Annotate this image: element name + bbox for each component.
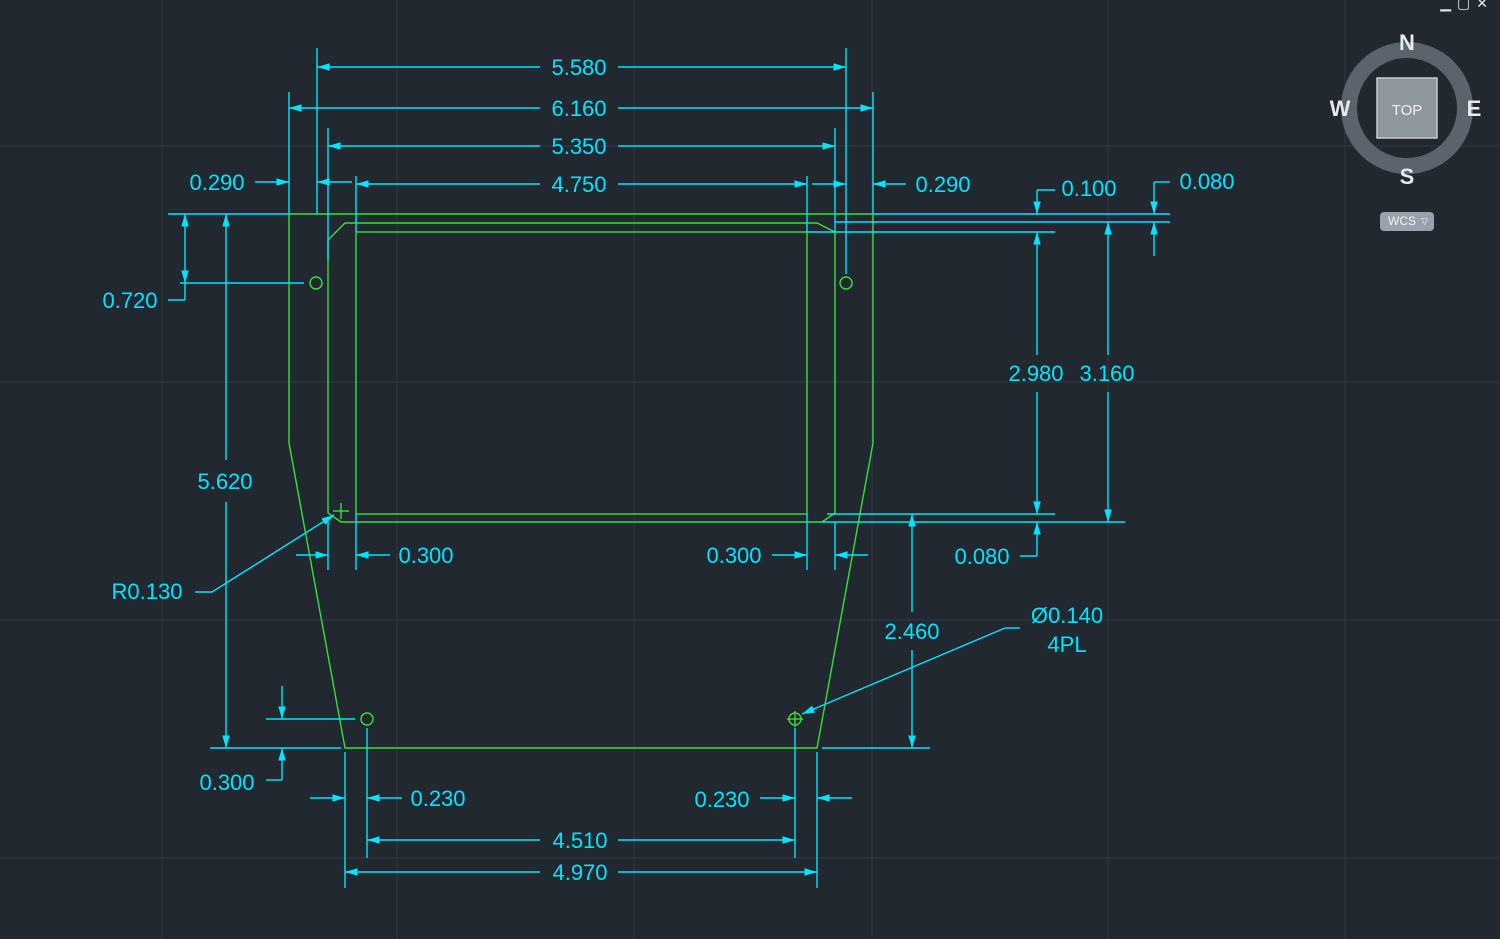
dim-bottom-gap: 0.080 — [954, 544, 1009, 569]
dimension-lines — [168, 48, 1170, 888]
ucs-menu-button[interactable]: WCS ▽ — [1380, 212, 1434, 231]
dim-right-offset-top: 0.290 — [915, 172, 970, 197]
dim-right-margin: 0.300 — [706, 543, 761, 568]
dim-hole-drop: 0.720 — [102, 288, 157, 313]
dim-corner-radius: R0.130 — [112, 579, 183, 604]
dim-left-offset-top: 0.290 — [189, 170, 244, 195]
viewcube-face-top — [1376, 77, 1438, 139]
dim-bottom-right-inset: 0.230 — [694, 787, 749, 812]
dim-inner-height: 3.160 — [1079, 361, 1134, 386]
dim-overall-width: 6.160 — [551, 96, 606, 121]
mount-hole-bottom-left — [360, 712, 374, 726]
dim-window-height: 2.980 — [1008, 361, 1063, 386]
dim-bottom-width: 4.970 — [552, 860, 607, 885]
dim-left-margin: 0.300 — [398, 543, 453, 568]
dim-overall-top: 5.580 — [551, 55, 606, 80]
dim-lower-height: 2.460 — [884, 619, 939, 644]
dimension-labels: 5.580 6.160 5.350 4.750 0.290 0.290 0.10… — [102, 55, 1234, 885]
ucs-label: WCS — [1388, 214, 1416, 228]
part-outline[interactable] — [288, 213, 874, 749]
viewcube[interactable]: TOP N S E W — [1330, 30, 1482, 189]
dim-window-width: 4.750 — [551, 172, 606, 197]
window-controls: ▁▢✕ — [1440, 0, 1494, 12]
viewcube-face-label: TOP — [1392, 102, 1423, 119]
viewcube-compass-ring — [1341, 42, 1473, 174]
dim-hole-diameter: Ø0.140 — [1031, 603, 1103, 628]
dim-top-gap2: 0.080 — [1179, 169, 1234, 194]
dim-inner-width: 5.350 — [551, 134, 606, 159]
mount-hole-top-right — [839, 276, 853, 290]
chevron-down-icon: ▽ — [1421, 216, 1428, 226]
dim-top-gap: 0.100 — [1061, 176, 1116, 201]
compass-north: N — [1399, 30, 1415, 55]
compass-west: W — [1330, 96, 1351, 121]
dim-bottom-hole-offset: 0.300 — [199, 770, 254, 795]
dim-hole-count: 4PL — [1047, 632, 1086, 657]
minimize-icon[interactable]: ▁ — [1440, 0, 1458, 12]
compass-south: S — [1400, 164, 1415, 189]
restore-icon[interactable]: ▢ — [1457, 0, 1477, 12]
close-icon[interactable]: ✕ — [1476, 0, 1494, 12]
dim-bottom-hole-span: 4.510 — [552, 828, 607, 853]
dim-overall-height: 5.620 — [197, 469, 252, 494]
compass-east: E — [1467, 96, 1482, 121]
mount-hole-top-left — [309, 276, 323, 290]
dim-bottom-left-inset: 0.230 — [410, 786, 465, 811]
